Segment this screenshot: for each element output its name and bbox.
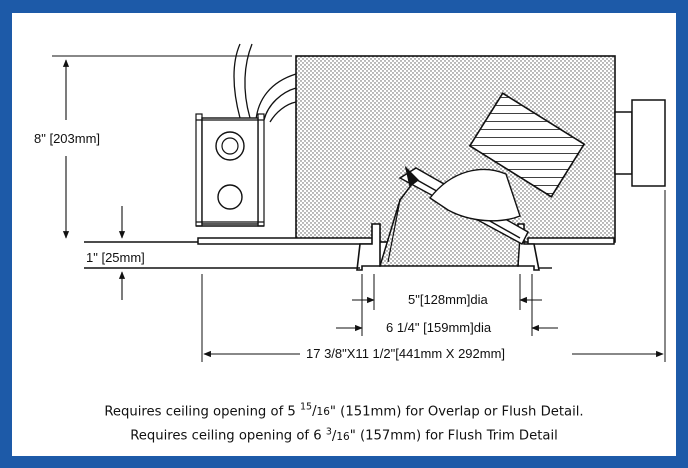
dim-height-total — [52, 55, 292, 239]
note-1-denominator: 16 — [316, 406, 330, 419]
trim-height-label: 1" [25mm] — [86, 250, 145, 265]
note-2-prefix: Requires ceiling opening of 6 — [130, 428, 326, 444]
note-1-fraction: 15/16 — [300, 402, 330, 420]
flex-conduit — [233, 43, 297, 123]
ceiling-line — [84, 241, 552, 269]
junction-box — [195, 113, 265, 227]
note-line-1: Requires ceiling opening of 5 15/16" (15… — [0, 398, 688, 422]
lamp — [428, 168, 521, 222]
side-connector — [614, 99, 666, 187]
note-2-suffix: " (157mm) for Flush Trim Detail — [349, 428, 558, 444]
overall-label: 17 3/8"X11 1/2"[441mm X 292mm] — [306, 346, 505, 361]
aperture-inner-label: 5"[128mm]dia — [408, 292, 489, 307]
height-total-label: 8" [203mm] — [34, 131, 100, 146]
note-2-denominator: 16 — [336, 430, 350, 443]
heat-sink — [468, 92, 586, 198]
note-line-2: Requires ceiling opening of 6 3/16" (157… — [0, 422, 688, 446]
note-1-prefix: Requires ceiling opening of 5 — [104, 404, 300, 420]
note-1-suffix: " (151mm) for Overlap or Flush Detail. — [329, 404, 584, 420]
aperture-outer-label: 6 1/4" [159mm]dia — [386, 320, 492, 335]
ceiling-opening-notes: Requires ceiling opening of 5 15/16" (15… — [0, 398, 688, 447]
note-1-numerator: 15 — [300, 402, 313, 413]
note-2-numerator: 3 — [325, 426, 332, 438]
note-2-fraction: 3/16 — [325, 426, 350, 444]
